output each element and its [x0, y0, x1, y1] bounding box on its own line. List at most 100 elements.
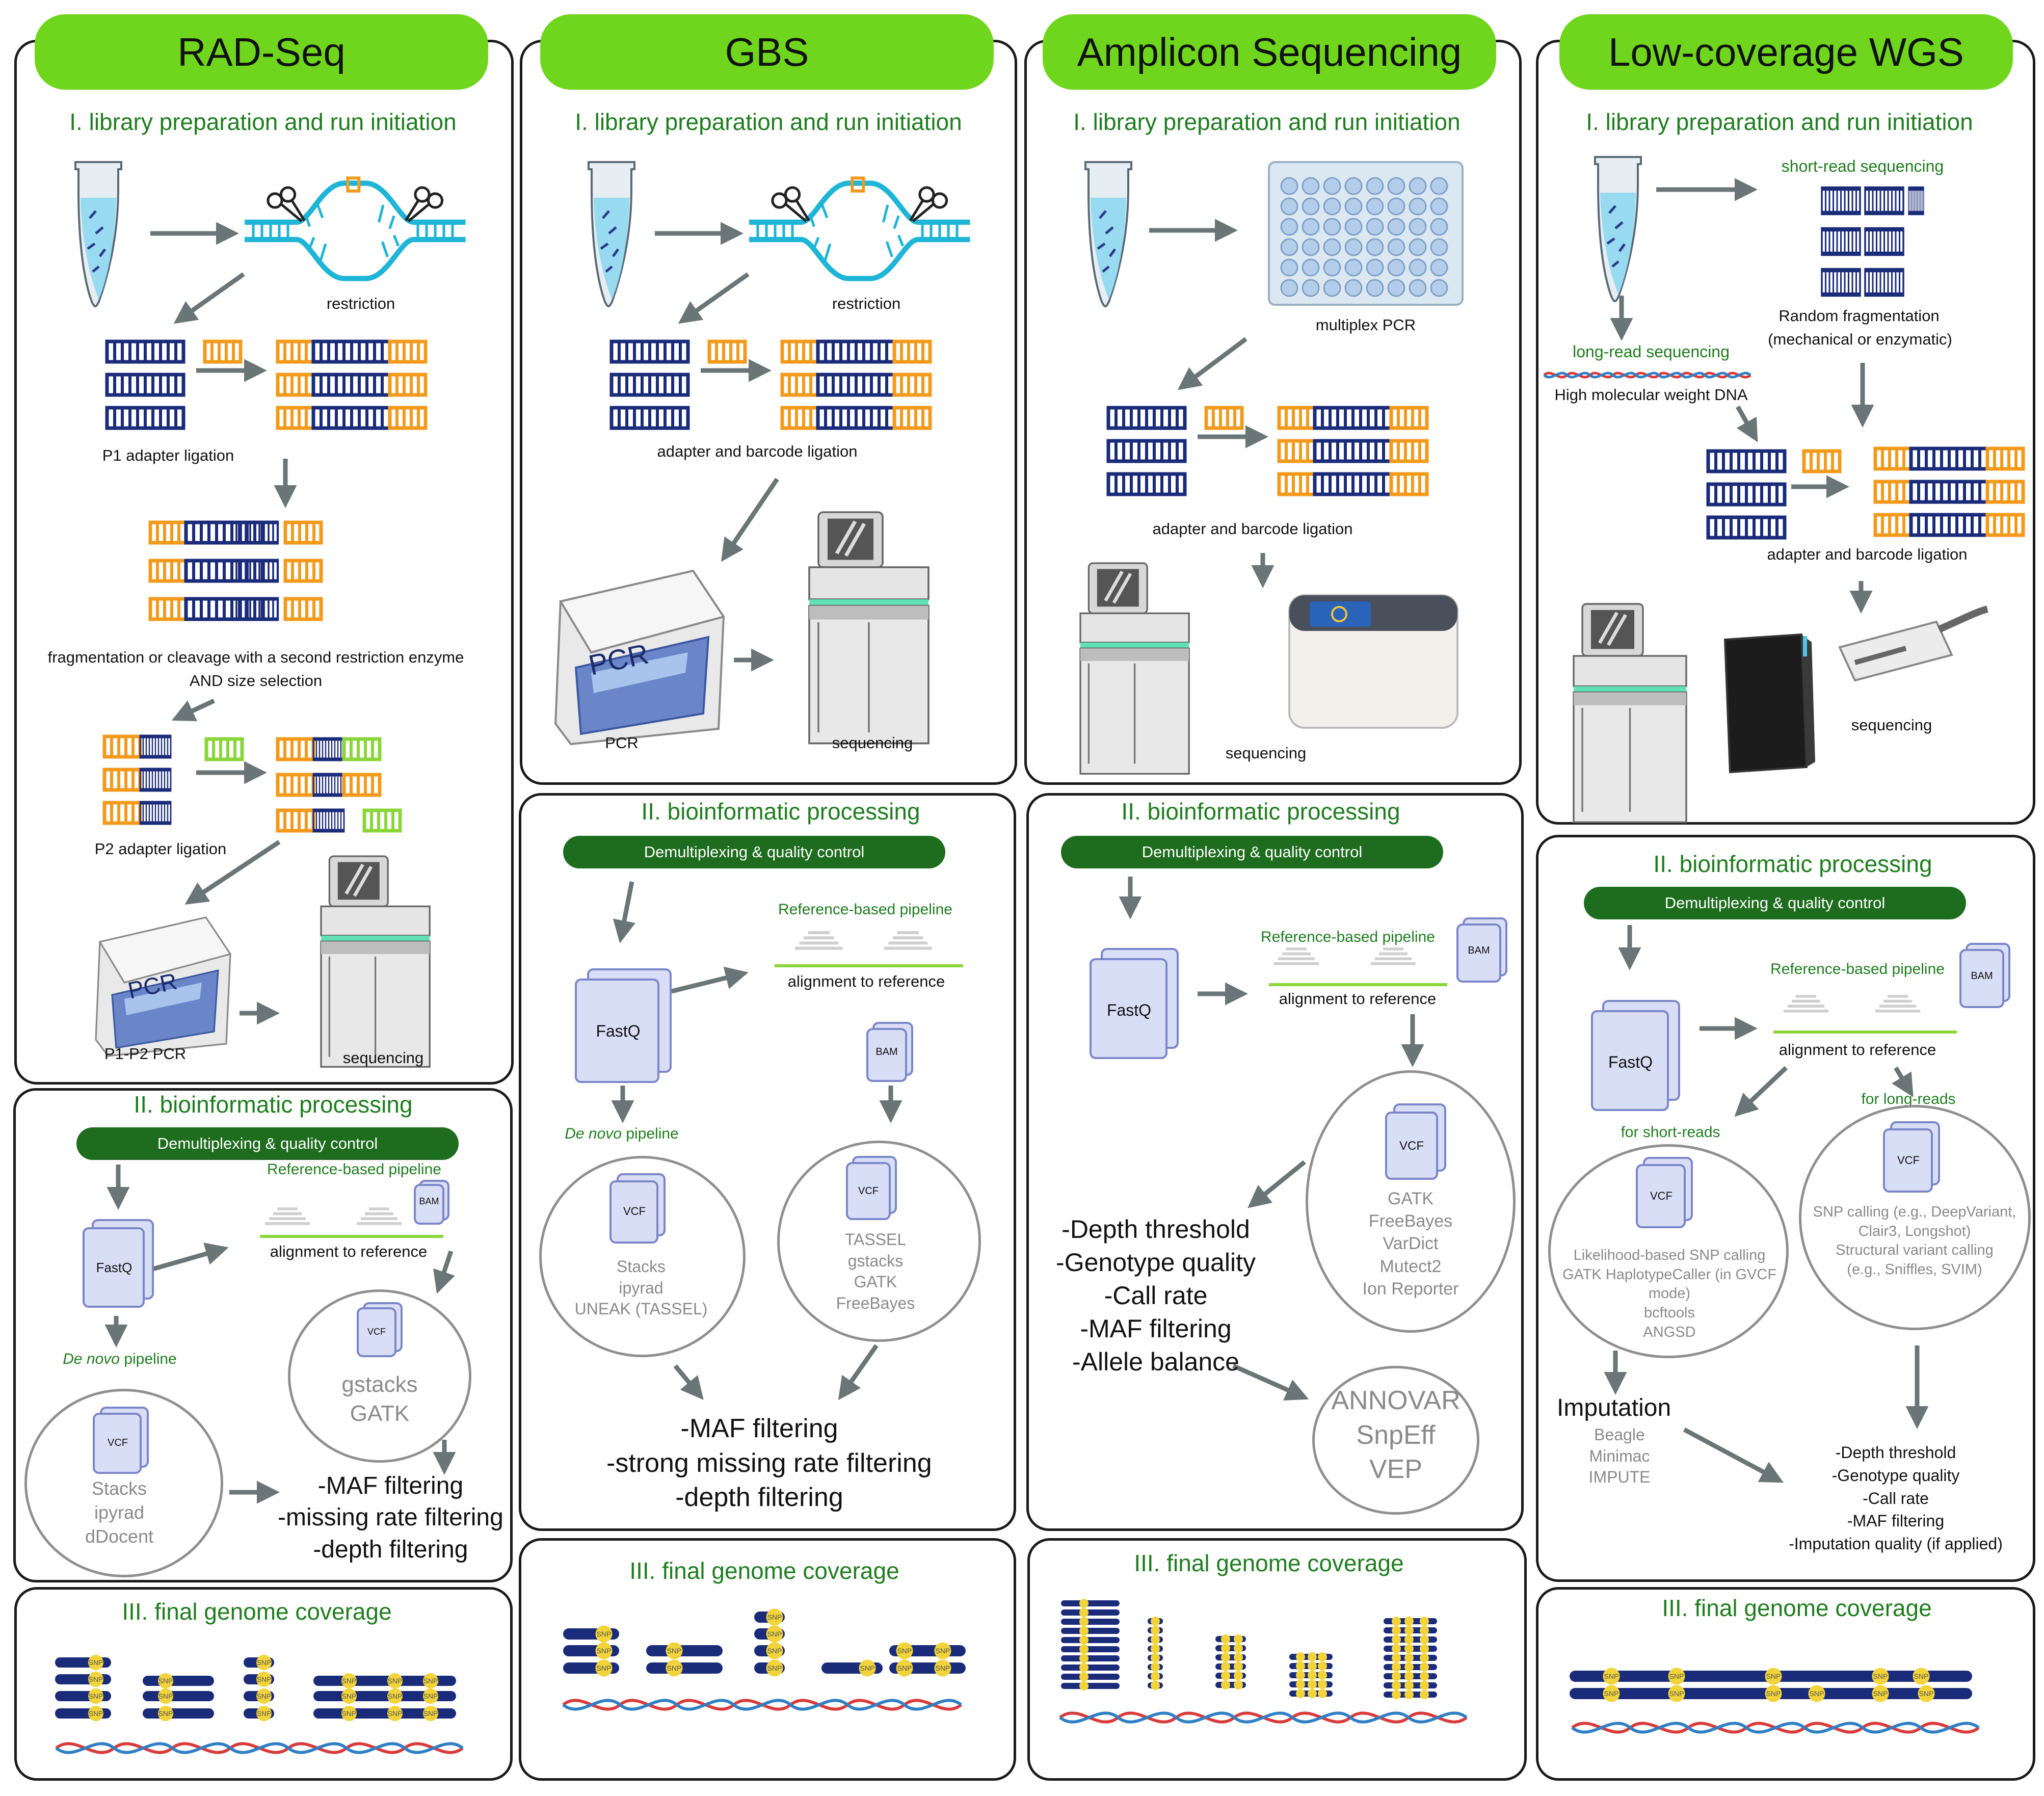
lcwgs-bioinfo-graphics	[1604, 925, 1957, 1483]
plate-well	[1409, 177, 1427, 195]
snp-marker	[1420, 1653, 1429, 1662]
gbs-sec2-title: II. bioinformatic processing	[641, 798, 920, 825]
snp-marker	[1296, 1671, 1305, 1680]
amplicon-reference-pipeline-label: Reference-based pipeline	[1261, 929, 1435, 945]
amplicon-filter-1: -Depth threshold	[1061, 1215, 1250, 1244]
plate-well	[1409, 218, 1427, 236]
snp-label: SNP	[423, 1709, 438, 1718]
plate-well	[1430, 279, 1448, 297]
plate-well	[1366, 238, 1384, 256]
amplicon-bam-icon: BAM	[1456, 917, 1507, 984]
snp-marker	[934, 1642, 951, 1659]
amplicon-ref-tool-4: Mutect2	[1379, 1256, 1442, 1276]
radseq-denovo-label: De novo pipeline	[63, 1351, 177, 1368]
radseq-ref-tools: gstacks GATK	[341, 1370, 417, 1428]
snp-marker	[1151, 1653, 1160, 1662]
snp-marker	[423, 1688, 438, 1704]
lcwgs-sec2-title: II. bioinformatic processing	[1653, 851, 1932, 877]
snp-marker	[1221, 1644, 1230, 1653]
snp-marker	[1308, 1661, 1317, 1671]
amplicon-alignment-label: alignment to reference	[1279, 990, 1437, 1008]
gbs-denovo-label: De novo pipeline	[565, 1125, 679, 1143]
radseq-ref-tool-1: gstacks	[341, 1372, 418, 1397]
plate-well	[1430, 238, 1448, 256]
chromosome	[1061, 1619, 1120, 1625]
snp-marker	[1392, 1653, 1401, 1662]
radseq-denovo-tool-2: ipyrad	[94, 1501, 145, 1523]
snp-marker	[1234, 1680, 1243, 1689]
snp-marker	[766, 1625, 783, 1643]
snp-label: SNP	[767, 1664, 782, 1672]
lcwgs-long-tools: SNP calling (e.g., DeepVariant, Clair3, …	[1813, 1203, 2016, 1280]
snp-marker	[1079, 1663, 1089, 1672]
gbs-sec3-title: III. final genome coverage	[629, 1557, 899, 1584]
gbs-ref-circle	[777, 1141, 981, 1342]
plate-well	[1366, 218, 1384, 236]
chromosome	[143, 1691, 214, 1701]
snp-label: SNP	[1766, 1689, 1781, 1698]
snp-label: SNP	[1919, 1689, 1934, 1698]
snp-marker	[1392, 1690, 1401, 1699]
plate-well	[1387, 238, 1405, 256]
plate-well	[1302, 279, 1320, 297]
amplicon-ref-tools: GATK FreeBayes VarDict Mutect2 Ion Repor…	[1363, 1187, 1459, 1300]
plate-well	[1387, 258, 1405, 277]
plate-well	[1323, 197, 1341, 216]
lcwgs-filters: -Depth threshold -Genotype quality -Call…	[1776, 1441, 2015, 1555]
snp-label: SNP	[597, 1630, 612, 1638]
snp-marker	[1318, 1689, 1327, 1698]
gbs-denovo-vcf-icon: VCF	[609, 1173, 666, 1245]
lcwgs-imputation-tools: Beagle Minimac IMPUTE	[1589, 1424, 1651, 1488]
snp-marker	[1404, 1635, 1414, 1644]
snp-marker	[1308, 1689, 1317, 1698]
amplicon-annotation-tools: ANNOVAR SnpEff VEP	[1331, 1384, 1460, 1487]
lcwgs-demux-pill: Demultiplexing & quality control	[1584, 887, 1966, 919]
plate-well	[1344, 218, 1363, 236]
snp-label: SNP	[767, 1630, 782, 1638]
snp-marker	[1151, 1617, 1160, 1626]
amplicon-annotation-tool-2: SnpEff	[1356, 1420, 1436, 1450]
gbs-fastq-icon: FastQ	[575, 968, 672, 1083]
snp-marker	[1808, 1685, 1825, 1702]
chromosome	[1061, 1683, 1120, 1689]
lcwgs-fastq-text: FastQ	[1608, 1053, 1653, 1071]
plate-well	[1302, 177, 1320, 195]
gbs-title: GBS	[540, 14, 994, 90]
plate-well	[1302, 258, 1320, 277]
radseq-denovo-circle	[24, 1389, 223, 1577]
lcwgs-long-circle	[1799, 1105, 2031, 1330]
lcwgs-coverage-panel	[1536, 1587, 2035, 1781]
snp-label: SNP	[158, 1709, 173, 1718]
lcwgs-filter-3: -Call rate	[1863, 1489, 1929, 1508]
snp-marker	[158, 1706, 173, 1721]
radseq-ref-vcf-icon: VCF	[357, 1302, 403, 1358]
plate-well	[1387, 218, 1405, 236]
snp-marker	[1079, 1617, 1089, 1626]
lcwgs-imputation-tool-1: Beagle	[1594, 1425, 1645, 1444]
lcwgs-filter-4: -MAF filtering	[1847, 1512, 1945, 1530]
gbs-denovo-tool-2: ipyrad	[619, 1278, 663, 1297]
snp-marker	[1404, 1644, 1414, 1653]
amplicon-ligation-label: adapter and barcode ligation	[1152, 520, 1353, 538]
gbs-reference-pipeline-label: Reference-based pipeline	[778, 901, 952, 918]
snp-label: SNP	[597, 1647, 612, 1655]
gbs-ref-tool-2: gstacks	[847, 1251, 904, 1270]
radseq-fastq-text: FastQ	[96, 1260, 132, 1275]
snp-marker	[88, 1655, 103, 1670]
lcwgs-ligation-label: adapter and barcode ligation	[1767, 545, 1968, 563]
snp-marker	[1318, 1652, 1327, 1661]
lcwgs-alignment-label: alignment to reference	[1778, 1041, 1936, 1059]
radseq-bioinfo-graphics	[104, 1165, 456, 1504]
lcwgs-short-tool-1: Likelihood-based SNP calling	[1573, 1247, 1766, 1263]
amplicon-filter-2: -Genotype quality	[1056, 1248, 1256, 1277]
plate-well	[1366, 279, 1384, 297]
gbs-coverage-panel	[519, 1538, 1016, 1781]
radseq-filter-1: -MAF filtering	[317, 1472, 464, 1499]
snp-marker	[158, 1673, 173, 1688]
gbs-ref-tool-1: TASSEL	[844, 1230, 907, 1249]
plate-well	[1323, 218, 1341, 236]
chromosome	[1061, 1646, 1120, 1652]
snp-marker	[1221, 1671, 1230, 1680]
amplicon-bioinfo-graphics	[1119, 877, 1447, 1401]
